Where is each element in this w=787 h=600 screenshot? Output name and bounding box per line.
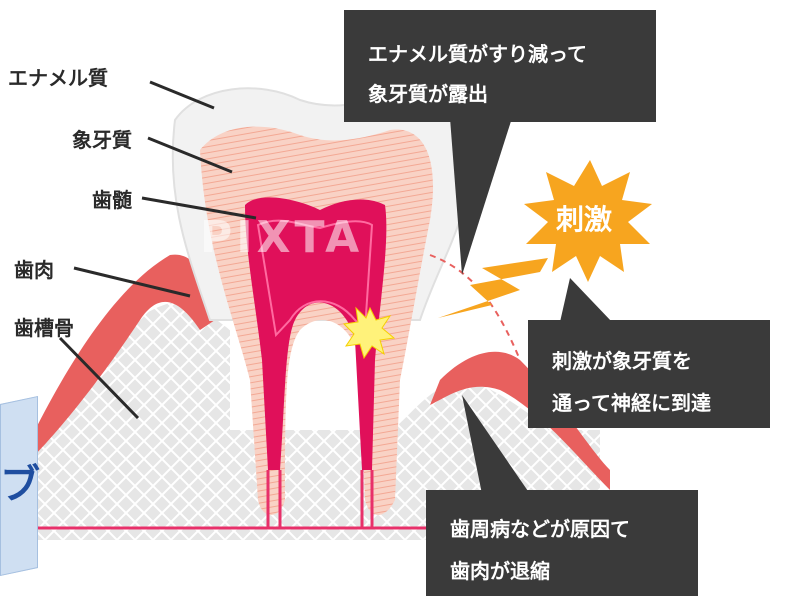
pain-spark [342, 306, 396, 360]
label-gum: 歯肉 [14, 258, 54, 282]
stimulus-burst [524, 160, 652, 282]
label-bone: 歯槽骨 [14, 316, 74, 340]
callout-mid-line2: 通って神経に到達 [552, 391, 711, 415]
label-dentin: 象牙質 [72, 128, 132, 152]
callout-gum-recession: 歯周病などが原因て 歯肉が退縮 [426, 490, 698, 596]
label-enamel: エナメル質 [8, 66, 108, 90]
burst-label: 刺激 [556, 203, 613, 236]
banner-text: ブ [0, 462, 40, 508]
callout-mid-tail [560, 278, 612, 322]
gum-right [430, 351, 610, 490]
label-pulp: 歯髄 [92, 188, 132, 212]
pulp [245, 197, 387, 470]
callout-top-tail [450, 118, 512, 275]
callout-stimulus-to-nerve: 刺激が象牙質を 通って神経に到達 [528, 320, 770, 428]
callout-top-line2: 象牙質が露出 [368, 82, 488, 106]
nerve-root-right [360, 470, 374, 528]
receded-gum-outline [429, 254, 521, 361]
nerve-root-left [266, 470, 282, 528]
callout-top-line1: エナメル質がすり減って [368, 42, 587, 66]
watermark: PIXTA [200, 212, 364, 263]
callout-bottom-tail [462, 395, 530, 494]
pulp-inner [256, 219, 374, 338]
callout-bottom-line2: 歯肉が退縮 [450, 559, 550, 583]
callout-enamel-worn: エナメル質がすり減って 象牙質が露出 [344, 10, 656, 122]
callout-bottom-line1: 歯周病などが原因て [450, 517, 630, 541]
lightning-bolt [438, 258, 548, 318]
leader-lines [58, 80, 257, 420]
callout-mid-line1: 刺激が象牙質を [552, 349, 692, 373]
